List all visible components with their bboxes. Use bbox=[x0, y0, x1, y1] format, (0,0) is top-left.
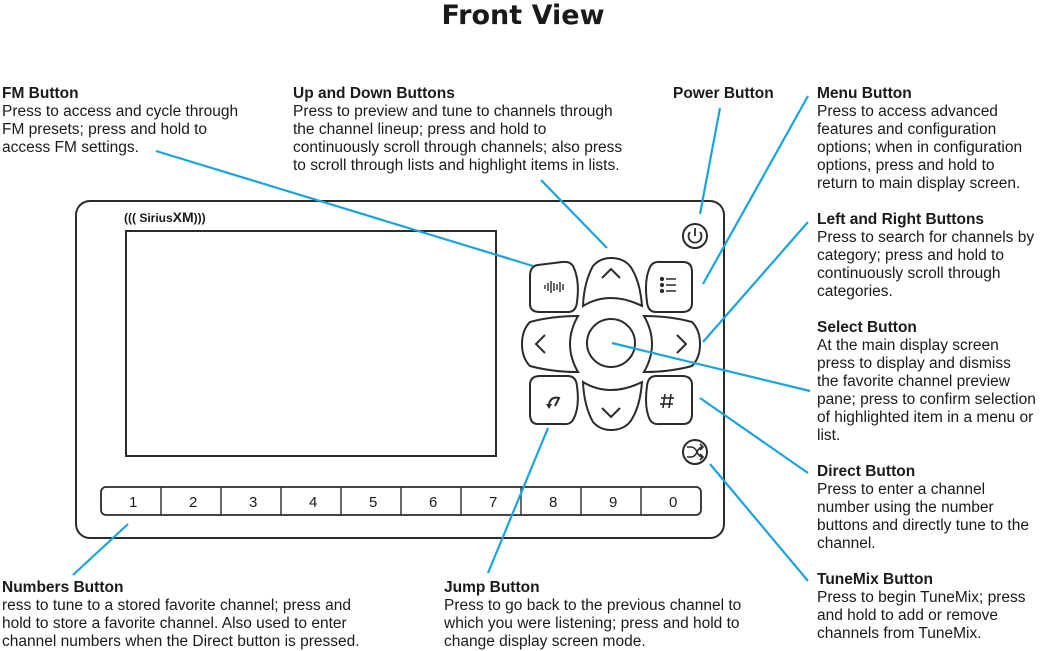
power-icon bbox=[687, 228, 703, 244]
leader-select bbox=[611, 341, 811, 393]
callout-heading: Select Button bbox=[817, 319, 917, 336]
callout-left-right-buttons: Left and Right Buttons Press to search f… bbox=[817, 211, 1034, 301]
number-key-9[interactable]: 9 bbox=[609, 494, 617, 511]
callout-body: ress to tune to a stored favorite channe… bbox=[2, 597, 360, 650]
chevron-up-icon bbox=[601, 267, 621, 279]
leader-tunemix bbox=[709, 463, 809, 582]
leader-direct bbox=[699, 397, 809, 474]
callout-heading: Jump Button bbox=[444, 579, 540, 596]
chevron-left-icon bbox=[534, 334, 546, 354]
callout-body: Press to preview and tune to channels th… bbox=[293, 103, 623, 174]
callout-heading: Direct Button bbox=[817, 463, 916, 480]
jump-arrow-icon bbox=[546, 404, 552, 409]
callout-body: Press to search for channels by category… bbox=[817, 229, 1035, 300]
left-button[interactable] bbox=[520, 314, 580, 374]
callout-numbers-button: Numbers Button ress to tune to a stored … bbox=[2, 579, 360, 651]
callout-heading: Left and Right Buttons bbox=[817, 211, 985, 228]
leader-menu bbox=[702, 95, 809, 285]
number-key-8[interactable]: 8 bbox=[549, 494, 557, 511]
callout-heading: FM Button bbox=[2, 85, 79, 102]
callout-heading: Menu Button bbox=[817, 85, 912, 102]
up-button[interactable] bbox=[581, 256, 644, 308]
diagram-title: Front View bbox=[441, 0, 604, 31]
direct-button[interactable] bbox=[645, 375, 693, 426]
callout-body: Press to enter a channel number using th… bbox=[817, 481, 1029, 552]
callout-body: Press to go back to the previous channel… bbox=[444, 597, 742, 650]
fm-icon bbox=[544, 281, 564, 293]
number-key-1[interactable]: 1 bbox=[129, 494, 137, 511]
shuffle-icon bbox=[687, 443, 705, 461]
chevron-down-icon bbox=[601, 407, 621, 419]
number-key-2[interactable]: 2 bbox=[189, 494, 197, 511]
number-key-0[interactable]: 0 bbox=[669, 494, 677, 511]
jump-back-icon bbox=[548, 396, 561, 407]
callout-body: Press to access and cycle through FM pre… bbox=[2, 103, 239, 156]
callout-body: Press to begin TuneMix; press and hold t… bbox=[817, 589, 1026, 642]
leader-leftright bbox=[702, 221, 809, 343]
callout-select-button: Select Button At the main display screen… bbox=[817, 319, 1036, 445]
leader-fm bbox=[155, 149, 534, 268]
number-key-3[interactable]: 3 bbox=[249, 494, 257, 511]
callout-body: At the main display screen press to disp… bbox=[817, 337, 1036, 444]
select-button[interactable] bbox=[586, 318, 636, 368]
sirius-xm-logo: ((( SiriusXM))) bbox=[124, 209, 206, 225]
leader-numbers bbox=[72, 523, 129, 576]
callout-body: Press to access advanced features and co… bbox=[817, 103, 1023, 192]
fm-button[interactable] bbox=[529, 260, 579, 313]
chevron-right-icon bbox=[676, 334, 688, 354]
callout-heading: Power Button bbox=[673, 85, 774, 102]
display-screen bbox=[125, 230, 497, 457]
number-key-7[interactable]: 7 bbox=[489, 494, 497, 511]
callout-heading: TuneMix Button bbox=[817, 571, 933, 588]
callout-jump-button: Jump Button Press to go back to the prev… bbox=[444, 579, 741, 651]
callout-fm-button: FM Button Press to access and cycle thro… bbox=[2, 85, 238, 157]
menu-list-icon bbox=[659, 276, 676, 294]
down-button[interactable] bbox=[581, 380, 644, 432]
number-key-4[interactable]: 4 bbox=[309, 494, 317, 511]
callout-heading: Up and Down Buttons bbox=[293, 85, 455, 102]
menu-button[interactable] bbox=[645, 260, 693, 313]
leader-updown bbox=[540, 179, 608, 249]
leader-power bbox=[698, 107, 722, 215]
number-key-6[interactable]: 6 bbox=[429, 494, 437, 511]
leader-jump bbox=[486, 427, 550, 574]
callout-menu-button: Menu Button Press to access advanced fea… bbox=[817, 85, 1022, 193]
tunemix-button[interactable] bbox=[682, 439, 708, 465]
callout-direct-button: Direct Button Press to enter a channel n… bbox=[817, 463, 1029, 553]
right-button[interactable] bbox=[642, 314, 702, 374]
hash-icon bbox=[660, 393, 674, 409]
callout-heading: Numbers Button bbox=[2, 579, 124, 596]
number-key-5[interactable]: 5 bbox=[369, 494, 377, 511]
callout-up-down-buttons: Up and Down Buttons Press to preview and… bbox=[293, 85, 622, 175]
callout-power-button: Power Button bbox=[673, 85, 774, 103]
callout-tunemix-button: TuneMix Button Press to begin TuneMix; p… bbox=[817, 571, 1026, 643]
jump-button[interactable] bbox=[529, 375, 579, 426]
power-button[interactable] bbox=[682, 223, 708, 249]
